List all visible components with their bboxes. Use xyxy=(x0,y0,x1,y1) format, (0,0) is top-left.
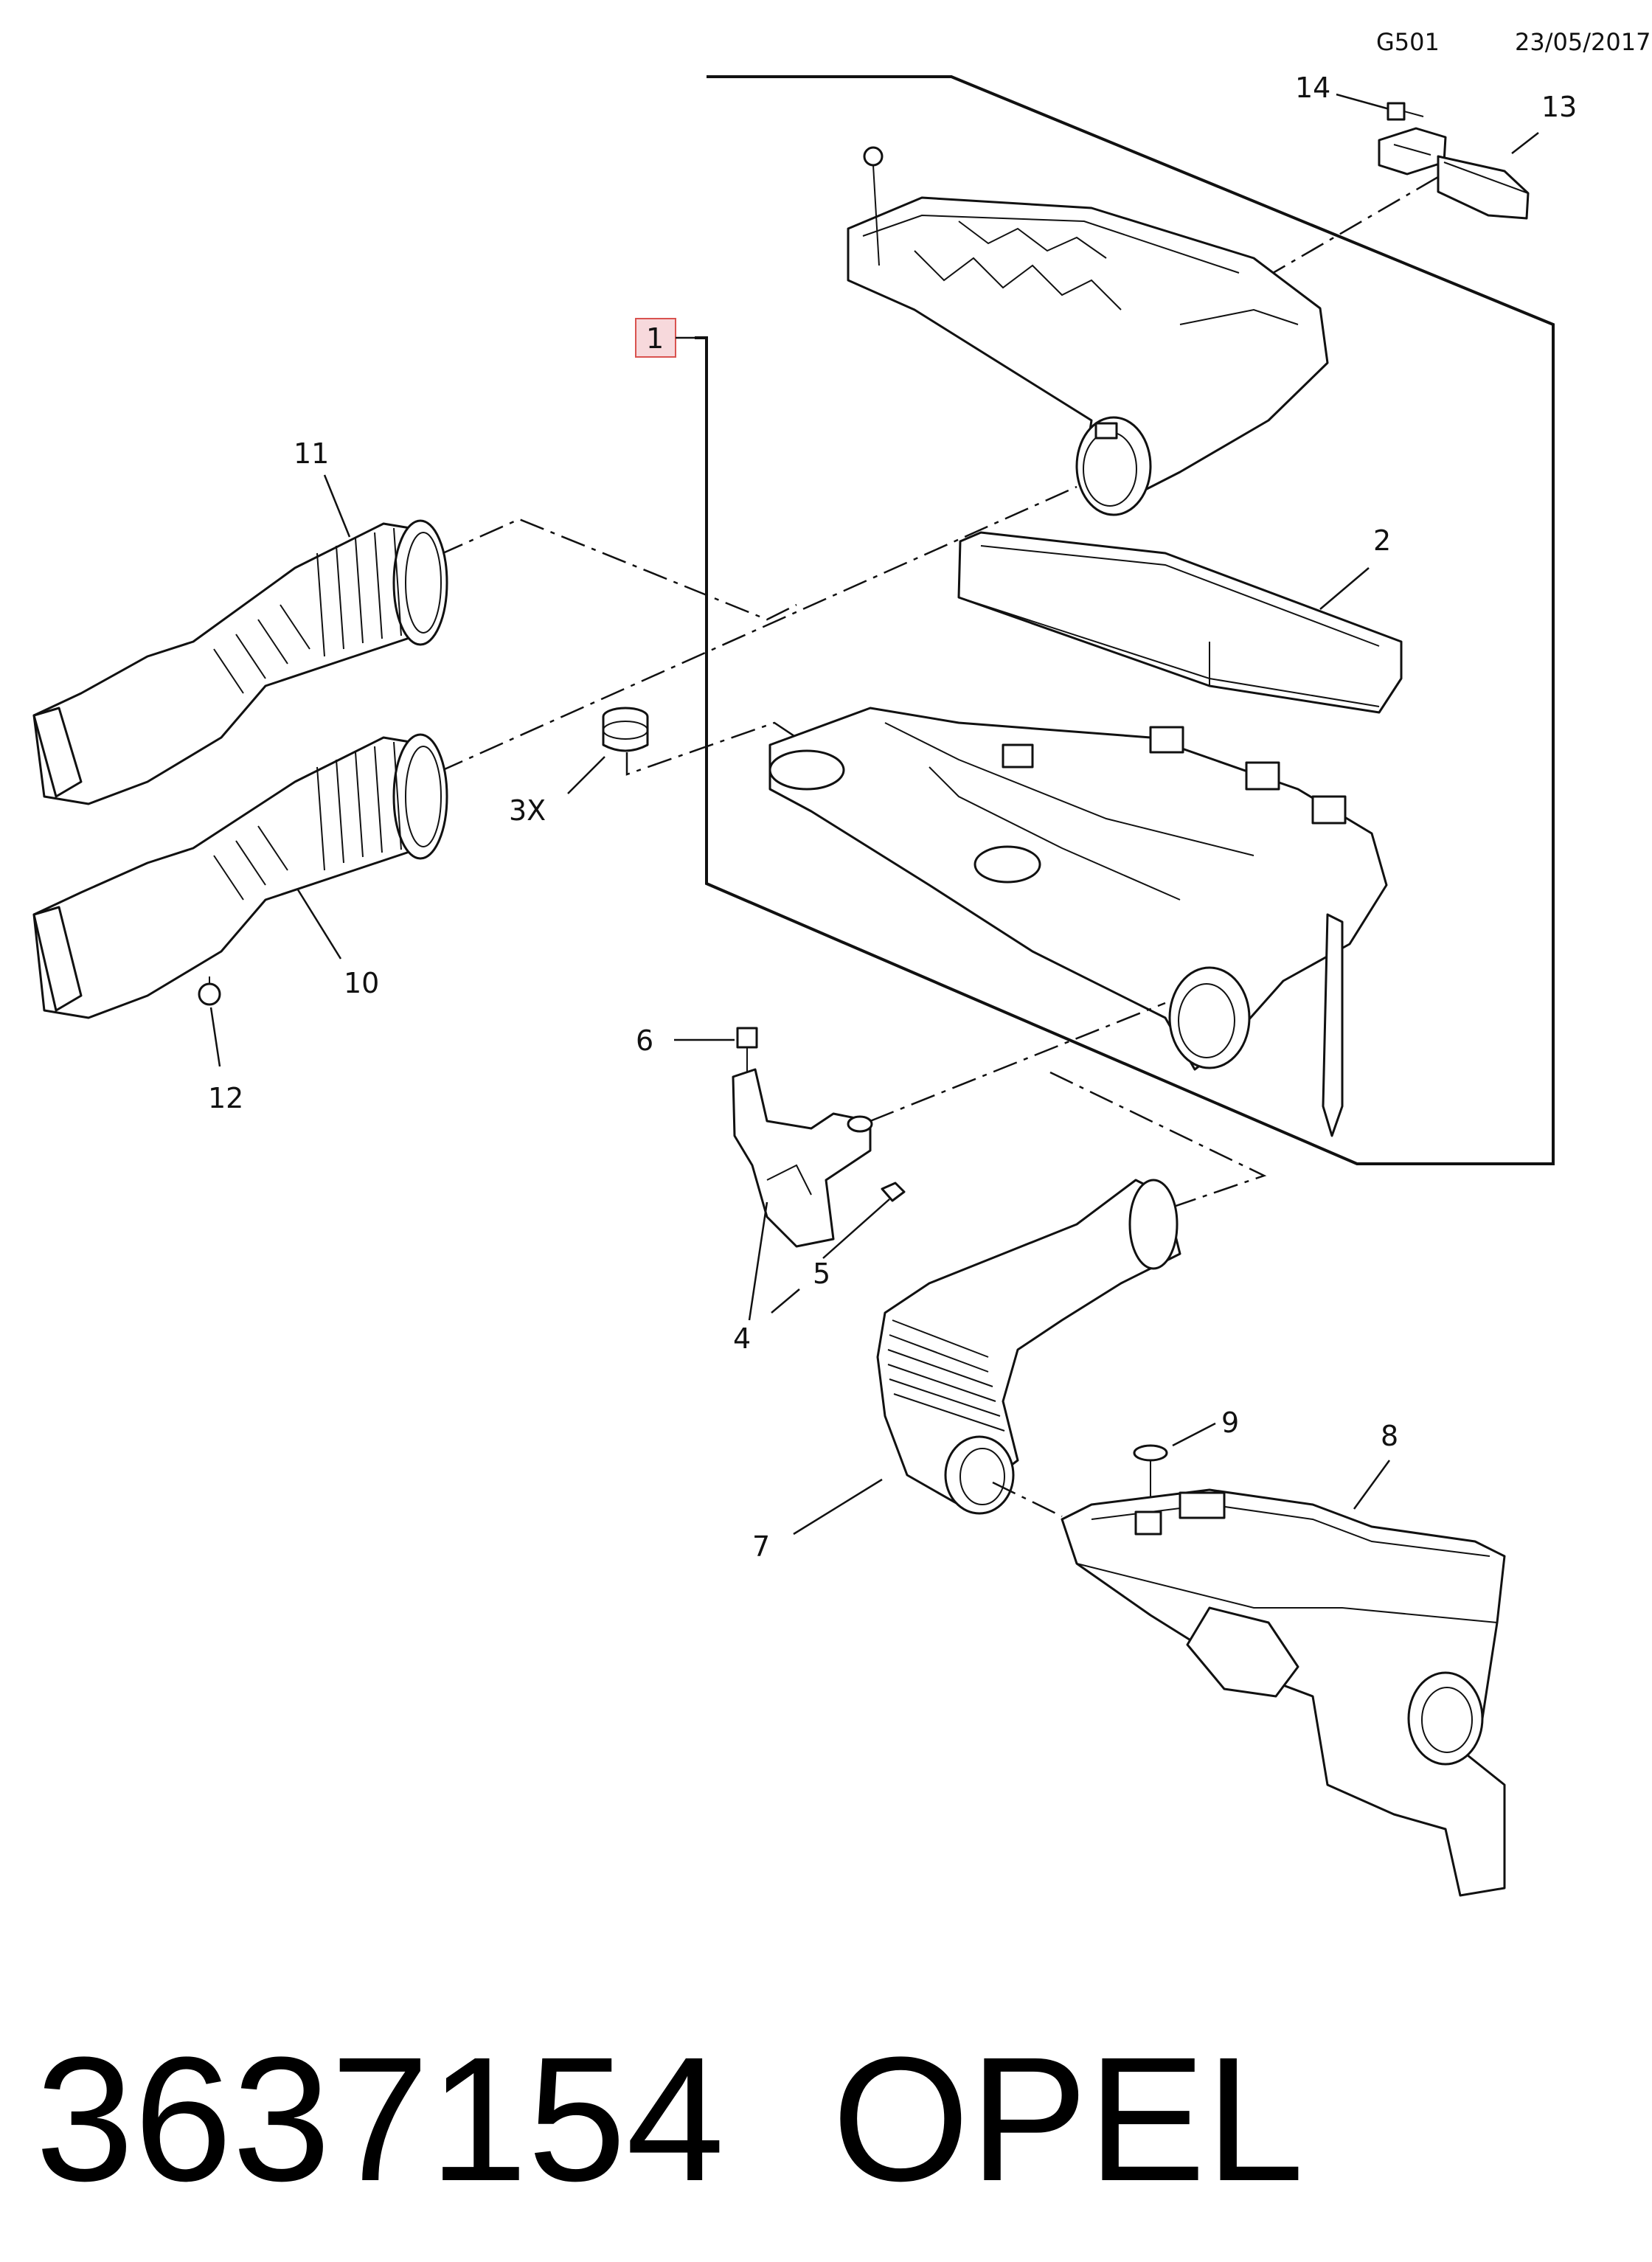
callout-13: 13 xyxy=(1541,91,1577,123)
air-duct-hose-10 xyxy=(32,733,448,1019)
brand-name: OPEL xyxy=(832,2020,1304,2218)
callout-8: 8 xyxy=(1381,1420,1398,1452)
air-cleaner-lower-housing xyxy=(768,707,1388,1137)
bracket-4 xyxy=(732,1068,873,1248)
callout-7-leader xyxy=(793,1478,883,1536)
callout-3x-leader xyxy=(567,756,605,794)
hose-7-to-8-dash xyxy=(992,1481,1063,1518)
grommet-dash xyxy=(625,721,797,776)
callout-9: 9 xyxy=(1221,1406,1239,1439)
callout-4: 4 xyxy=(733,1322,751,1355)
callout-3x: 3X xyxy=(509,794,546,827)
callout-5-leader-b xyxy=(822,1198,890,1259)
callout-10-leader xyxy=(294,884,342,960)
grommet-3 xyxy=(602,707,649,752)
callout-9-leader xyxy=(1172,1422,1216,1447)
callout-11-leader xyxy=(323,474,351,538)
resonator-box-8 xyxy=(1061,1488,1506,1897)
bolt-12 xyxy=(198,976,221,1006)
callout-2: 2 xyxy=(1373,524,1391,557)
callout-11: 11 xyxy=(294,437,329,470)
callout-2-leader xyxy=(1319,567,1370,610)
callout-14: 14 xyxy=(1295,72,1330,104)
hose-11-dash xyxy=(439,518,797,621)
screw-14 xyxy=(1386,102,1424,121)
callout-4-leader xyxy=(748,1201,768,1321)
callout-7: 7 xyxy=(752,1530,770,1563)
air-filter-element-2 xyxy=(957,531,1403,714)
diagram-date: 23/05/2017 xyxy=(1515,28,1651,56)
diagram-code: G501 xyxy=(1376,28,1440,56)
air-duct-hose-11 xyxy=(32,519,448,805)
intake-hose-7 xyxy=(876,1179,1181,1515)
callout-6: 6 xyxy=(636,1024,653,1057)
part-number: 3637154 xyxy=(35,2020,724,2218)
clip-5 xyxy=(881,1182,906,1202)
callout-5-leader xyxy=(771,1288,800,1314)
air-cleaner-upper-cover xyxy=(847,146,1329,516)
callout-12: 12 xyxy=(208,1082,243,1114)
hose-7-dash xyxy=(1049,1071,1267,1211)
assembly-frame xyxy=(695,75,1555,1165)
hose-10-dash xyxy=(439,485,1077,773)
callout-13-leader xyxy=(1511,132,1539,154)
callout-1: 1 xyxy=(646,322,664,355)
callout-14-leader xyxy=(1336,93,1390,111)
callout-8-leader xyxy=(1353,1460,1391,1510)
callout-12-leader xyxy=(209,1007,221,1067)
bracket-dash xyxy=(870,1002,1166,1123)
callout-5: 5 xyxy=(813,1257,830,1290)
callout-10: 10 xyxy=(344,967,379,999)
mass-airflow-sensor-13 xyxy=(1378,127,1530,220)
